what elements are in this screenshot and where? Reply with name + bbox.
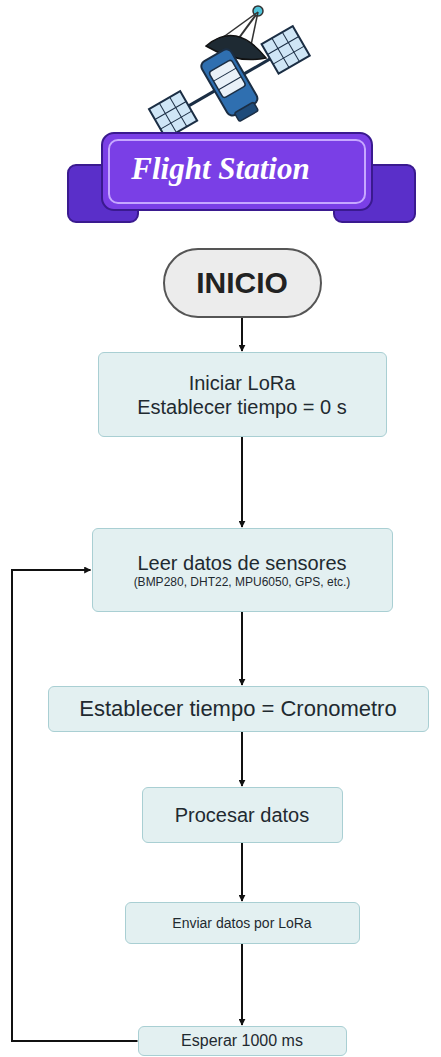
node-label: Enviar datos por LoRa (172, 915, 311, 932)
process-box: Leer datos de sensores(BMP280, DHT22, MP… (92, 528, 393, 612)
start-terminal: INICIO (163, 248, 322, 318)
flow-arrow (241, 612, 243, 685)
node-label: Esperar 1000 ms (181, 1031, 303, 1050)
flow-arrow (241, 437, 243, 527)
process-box: Enviar datos por LoRa (125, 902, 360, 944)
process-box: Esperar 1000 ms (138, 1026, 347, 1056)
flow-arrow (241, 732, 243, 786)
node-label: INICIO (196, 265, 288, 301)
diagram-title: Flight Station (0, 150, 441, 187)
flow-arrow (241, 944, 243, 1025)
process-box: Establecer tiempo = Cronometro (48, 686, 429, 732)
node-label: Leer datos de sensores (137, 551, 346, 575)
process-box: Procesar datos (142, 787, 343, 843)
flow-arrow (12, 570, 138, 1041)
node-label: Iniciar LoRa (189, 371, 296, 395)
flow-arrow (241, 843, 243, 901)
node-sublabel: Establecer tiempo = 0 s (137, 395, 347, 419)
process-box: Iniciar LoRaEstablecer tiempo = 0 s (98, 352, 387, 437)
node-label: Procesar datos (175, 803, 310, 827)
node-sublabel: (BMP280, DHT22, MPU6050, GPS, etc.) (134, 575, 351, 589)
node-label: Establecer tiempo = Cronometro (79, 696, 396, 722)
flow-arrow (241, 318, 243, 351)
